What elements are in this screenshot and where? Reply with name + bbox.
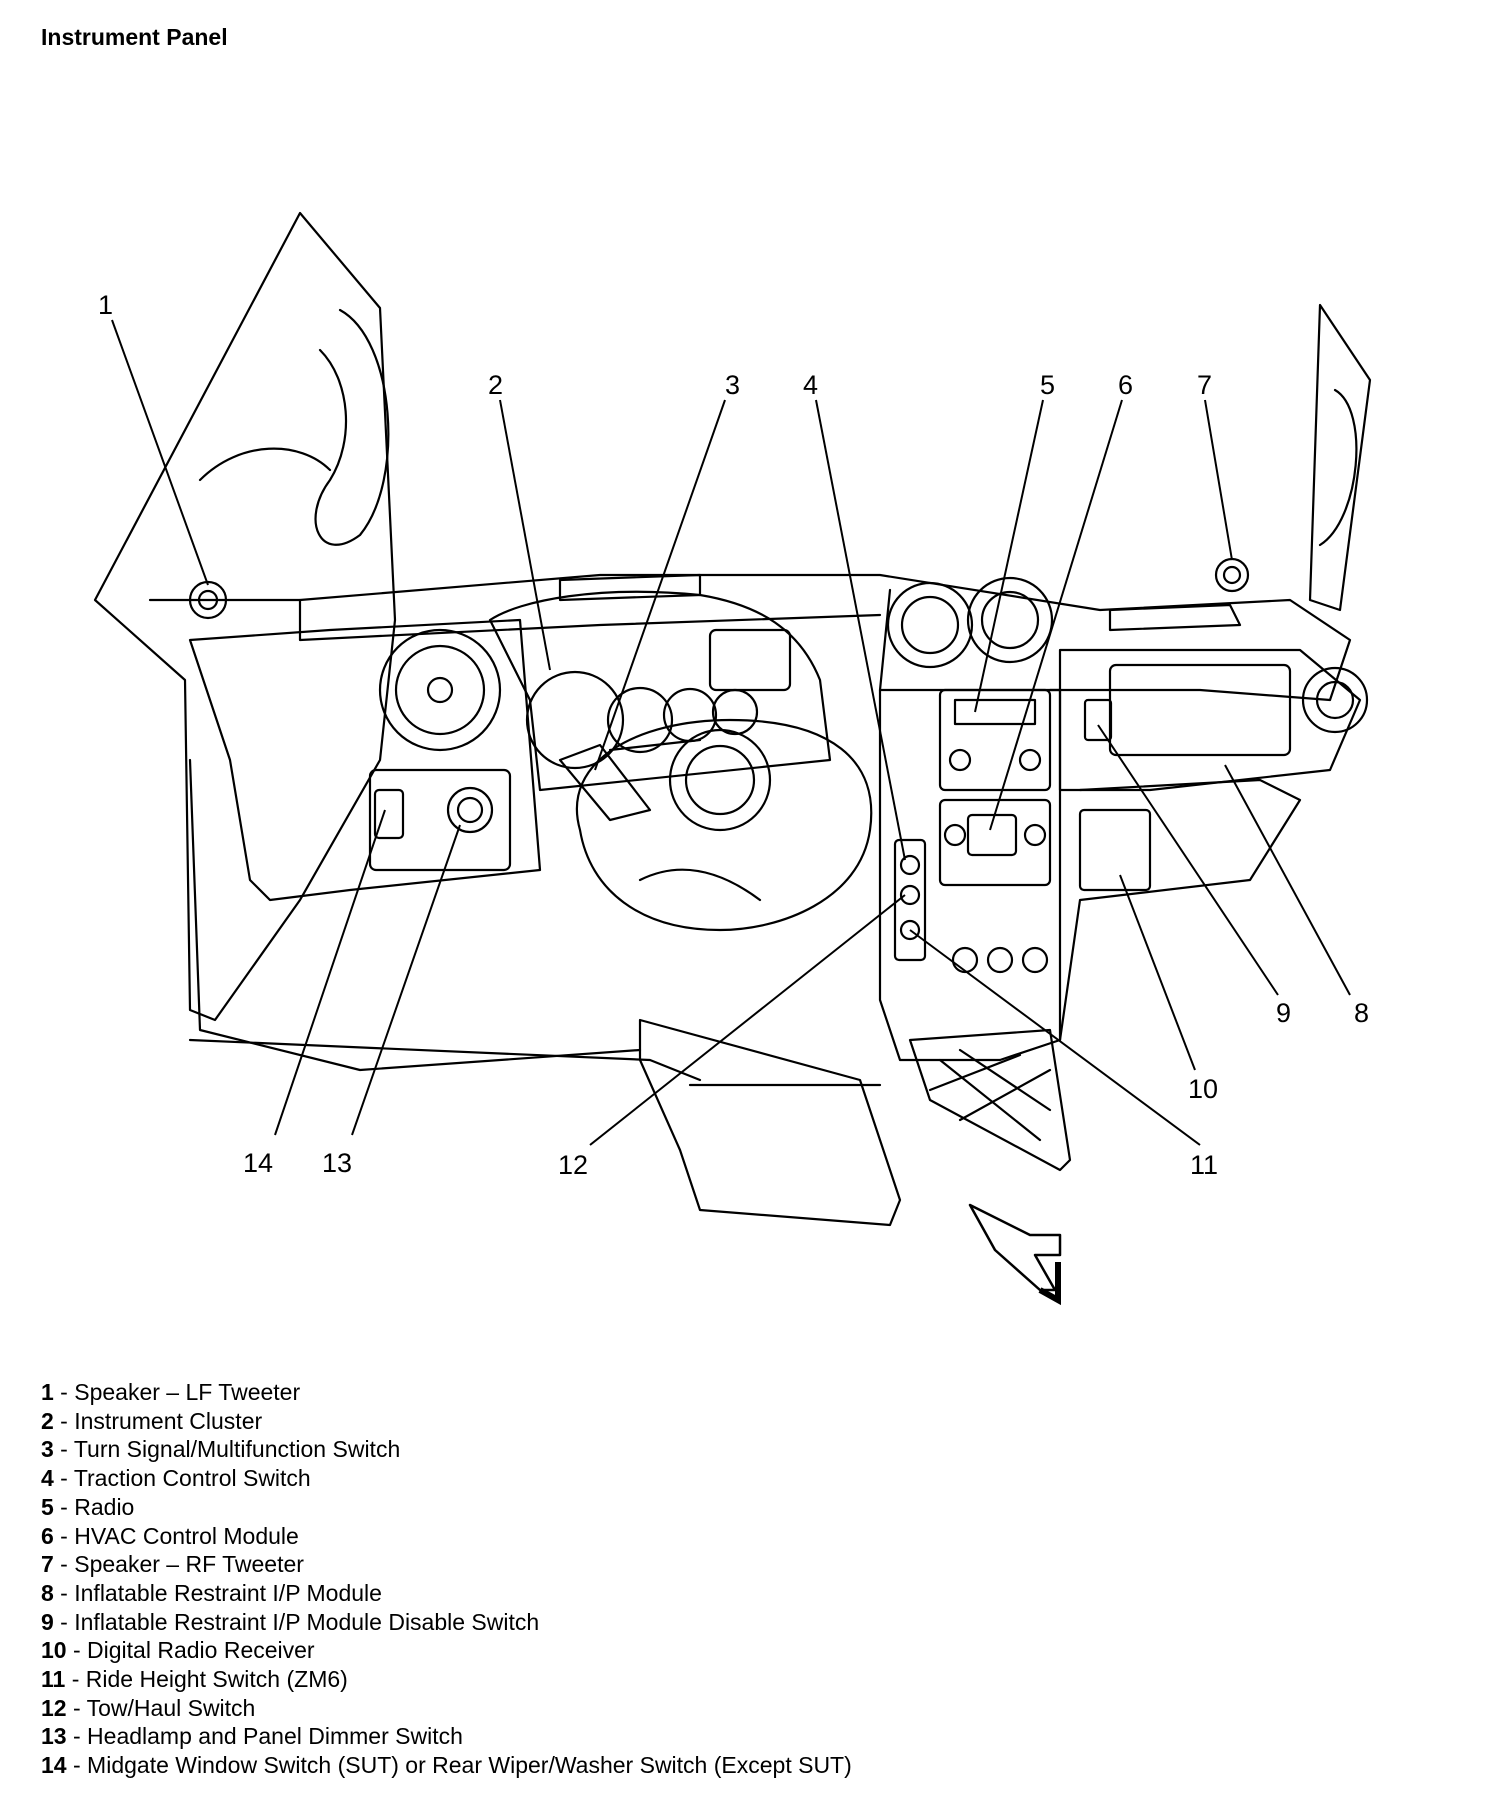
callout-14: 14: [243, 1148, 273, 1178]
rf-tweeter: [1214, 557, 1250, 593]
legend-item: 11 - Ride Height Switch (ZM6): [41, 1666, 348, 1693]
leader-12: [589, 894, 906, 1146]
legend-item: 14 - Midgate Window Switch (SUT) or Rear…: [41, 1752, 852, 1779]
left-vent: [378, 628, 502, 752]
callout-4: 4: [803, 370, 818, 400]
left-dash-body: [188, 618, 542, 902]
right-vent: [1301, 666, 1369, 734]
legend-item: 4 - Traction Control Switch: [41, 1465, 311, 1492]
steering-wheel: [575, 718, 873, 932]
callout-12: 12: [558, 1150, 588, 1180]
legend-item: 10 - Digital Radio Receiver: [41, 1637, 315, 1664]
instrument-panel-diagram: 1 2 3 4 5 6 7 8 9 10 11 12 13 14: [93, 211, 1372, 1306]
front-arrow-icon: [968, 1203, 1062, 1292]
legend-item: 8 - Inflatable Restraint I/P Module: [41, 1579, 382, 1606]
callout-10: 10: [1188, 1074, 1218, 1104]
legend-item: 1 - Speaker – LF Tweeter: [41, 1379, 301, 1405]
leader-3: [594, 399, 726, 771]
legend-item: 7 - Speaker – RF Tweeter: [41, 1551, 304, 1578]
callout-9: 9: [1276, 998, 1291, 1028]
left-pillar: [93, 211, 397, 1022]
legend-list: 1 - Speaker – LF Tweeter 2 - Instrument …: [41, 1378, 852, 1780]
legend-item: 13 - Headlamp and Panel Dimmer Switch: [41, 1723, 463, 1750]
leader-5: [974, 399, 1044, 713]
leader-10: [1119, 874, 1196, 1071]
leader-1: [111, 319, 209, 586]
callout-7: 7: [1197, 370, 1212, 400]
leader-4: [815, 399, 906, 861]
center-stack: [878, 688, 1062, 1062]
radio: [938, 688, 1052, 792]
callout-1: 1: [98, 290, 113, 320]
center-vent-left: [886, 581, 974, 669]
callout-5: 5: [1040, 370, 1055, 400]
lf-tweeter: [188, 580, 228, 620]
disable-switch: [1083, 698, 1113, 742]
legend-item: 2 - Instrument Cluster: [41, 1407, 263, 1434]
leader-11: [909, 929, 1201, 1146]
right-pillar: [1308, 303, 1372, 612]
digital-radio-receiver: [1078, 808, 1152, 892]
switch-column: [893, 838, 927, 962]
speedometer: [525, 670, 625, 770]
right-grab-handle: [1318, 388, 1358, 547]
legend-item: 3 - Turn Signal/Multifunction Switch: [41, 1436, 401, 1463]
callout-8: 8: [1354, 998, 1369, 1028]
steering-hub: [668, 728, 772, 832]
callout-13: 13: [322, 1148, 352, 1178]
leader-2: [499, 399, 551, 671]
glovebox: [1108, 663, 1292, 757]
hvac-control-module: [938, 798, 1052, 887]
callout-2: 2: [488, 370, 503, 400]
headlamp-switch-panel: [368, 768, 512, 872]
leader-7: [1204, 399, 1233, 561]
legend-item: 12 - Tow/Haul Switch: [41, 1694, 256, 1721]
leader-8: [1224, 764, 1351, 996]
center-vent-right: [966, 576, 1054, 664]
cluster-display: [708, 628, 792, 692]
dash-top: [148, 573, 1352, 702]
storage-bin: [908, 1028, 1072, 1172]
passenger-dash: [1058, 648, 1362, 792]
legend-item: 5 - Radio: [41, 1493, 135, 1520]
callout-11: 11: [1190, 1150, 1218, 1180]
legend-item: 9 - Inflatable Restraint I/P Module Disa…: [41, 1608, 540, 1635]
leader-13: [351, 824, 461, 1136]
left-grab-handle: [314, 308, 390, 546]
steering-column: [558, 743, 652, 822]
legend-item: 6 - HVAC Control Module: [41, 1522, 299, 1549]
callout-3: 3: [725, 370, 740, 400]
leader-14: [274, 809, 386, 1136]
callout-6: 6: [1118, 370, 1133, 400]
leader-6: [989, 399, 1123, 831]
page-title: Instrument Panel: [41, 24, 228, 50]
leader-9: [1097, 724, 1279, 996]
floor-console: [638, 1018, 902, 1227]
